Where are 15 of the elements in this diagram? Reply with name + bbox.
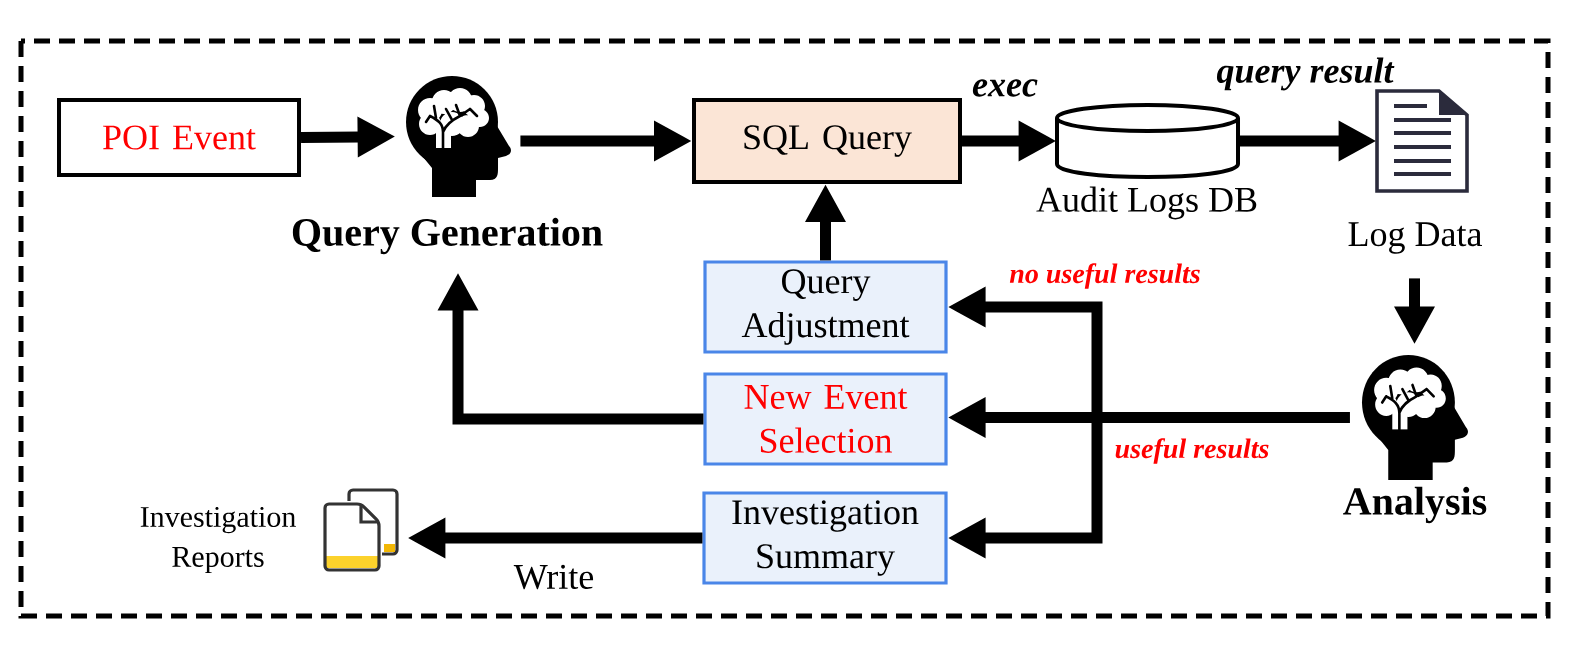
process-box: Query Adjustment <box>703 260 948 354</box>
icon-caption: Query Generation <box>292 217 603 255</box>
edge-label: useful results <box>1115 438 1269 464</box>
edge-label: no useful results <box>1009 263 1200 289</box>
icon-caption: Audit Logs DB <box>1036 186 1257 220</box>
event-box: POI Event <box>57 98 301 177</box>
icon-caption: Log Data <box>1348 222 1482 254</box>
edge-label: query result <box>1216 57 1395 91</box>
query-box: SQL Query <box>692 98 962 184</box>
icon-caption: Investigation Reports <box>140 506 296 574</box>
process-box: Investigation Summary <box>702 491 948 585</box>
process-box: New Event Selection <box>703 372 948 466</box>
edge-label: Write <box>513 564 594 590</box>
icon-caption: Analysis <box>1343 486 1487 524</box>
edge-label: exec <box>972 79 1038 97</box>
